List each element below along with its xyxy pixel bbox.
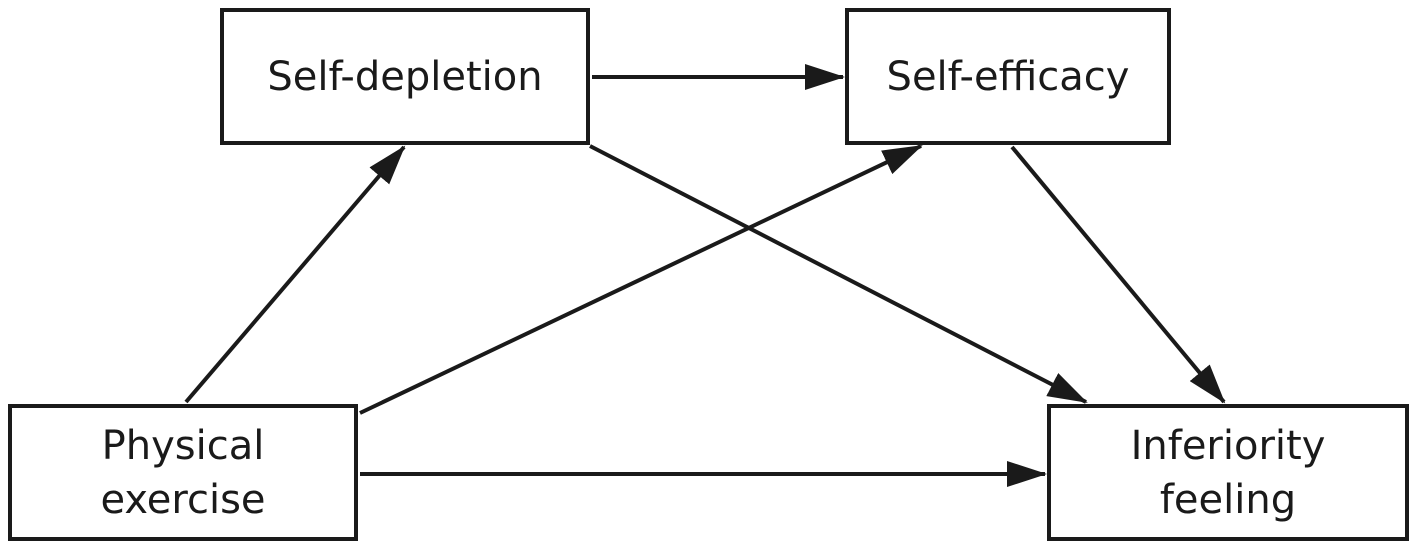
node-self-depletion: Self-depletion [220,8,590,145]
node-self-efficacy: Self-efficacy [845,8,1171,145]
node-physical-exercise-line2: exercise [100,476,266,523]
node-physical-exercise-line1: Physical [101,422,265,469]
arrow-depletion-to-inferiority [589,144,1088,404]
node-self-efficacy-label: Self-efficacy [886,53,1130,100]
node-physical-exercise: Physical exercise [8,404,358,541]
node-physical-exercise-text: Physical exercise [100,419,265,527]
node-inferiority-feeling-line2: feeling [1159,476,1297,523]
node-self-depletion-label: Self-depletion [267,53,543,100]
node-inferiority-feeling-line1: Inferiority [1130,422,1326,469]
arrow-exercise-to-depletion [184,145,406,404]
arrow-efficacy-to-inferiority [1010,145,1226,404]
node-inferiority-feeling: Inferiority feeling [1047,404,1409,541]
arrow-exercise-to-efficacy [359,144,923,415]
node-inferiority-feeling-text: Inferiority feeling [1131,419,1326,527]
